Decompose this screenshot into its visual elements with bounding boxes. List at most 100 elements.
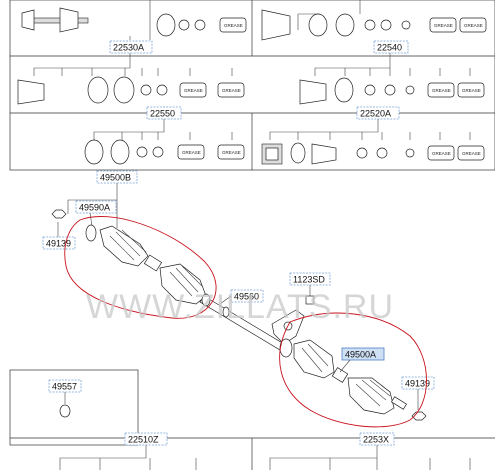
part-label-49139-top[interactable]: 49139 — [42, 236, 76, 250]
label-text: 49560 — [234, 292, 259, 302]
label-box — [359, 432, 395, 446]
label-text: 49500A — [345, 350, 376, 360]
part-label-22530a[interactable]: 22530A — [109, 40, 153, 54]
drive-shaft-assembly: 49500B 49590A 49139 49560 — [42, 170, 435, 428]
grease-text: GREASE — [224, 23, 243, 28]
part-label-22550[interactable]: 22550 — [146, 106, 182, 120]
stub-shaft-icon — [390, 396, 408, 410]
ring-part-icon — [308, 13, 328, 37]
seal-part-icon — [59, 404, 71, 418]
dampener-icon — [222, 306, 230, 318]
kit-bottom-right: GREASE GREASE — [261, 119, 485, 165]
part-label-49139-bottom[interactable]: 49139 — [401, 376, 435, 390]
boot-ridges — [301, 343, 329, 373]
kit-tree-lines — [93, 119, 233, 140]
clip-part-icon — [380, 19, 392, 31]
grease-text: GREASE — [432, 151, 451, 156]
grease-text: GREASE — [222, 88, 241, 93]
part-label-1123sd[interactable]: 1123SD — [289, 272, 331, 286]
clip-part-icon — [356, 147, 368, 159]
grease-text: GREASE — [182, 150, 201, 155]
clip-part-icon — [364, 84, 376, 96]
clip-part-icon — [364, 19, 376, 31]
leader-lines — [67, 183, 118, 228]
part-label-49557[interactable]: 49557 — [48, 379, 82, 393]
label-box — [146, 106, 182, 120]
kit-tree-lines — [33, 53, 233, 76]
clip-part-icon — [401, 20, 411, 30]
kit-middle-left: GREASE GREASE — [17, 53, 245, 105]
label-box — [341, 347, 385, 361]
label-text: 2253X — [363, 435, 389, 445]
ring-part-icon — [334, 77, 354, 103]
grease-pack-icon — [177, 144, 205, 160]
grease-pack-icon — [457, 145, 485, 161]
label-text: 49557 — [52, 382, 77, 392]
ring-part-icon — [156, 13, 176, 37]
part-label-22510z[interactable]: 22510Z — [124, 432, 168, 446]
clamp-part-icon — [143, 254, 163, 272]
highlight-outline-left — [64, 216, 217, 319]
panel-49557-frame — [9, 369, 139, 446]
nut-part-icon — [411, 411, 427, 421]
boot-ridges — [169, 265, 203, 297]
ring-part-icon — [84, 139, 104, 165]
label-box — [373, 40, 409, 54]
part-label-49500b[interactable]: 49500B — [96, 170, 138, 184]
grease-text: GREASE — [432, 88, 451, 93]
leader-line — [339, 359, 351, 373]
label-text: 22550 — [150, 109, 175, 119]
clip-part-icon — [384, 84, 396, 96]
watermark-text: WWW.ZILLATS.RU — [86, 288, 394, 326]
label-box — [75, 200, 117, 214]
ring-part-icon — [290, 142, 306, 164]
ring-part-icon — [87, 76, 109, 104]
part-label-49590a[interactable]: 49590A — [75, 200, 117, 214]
label-text: 22520A — [360, 109, 391, 119]
grease-pack-icon — [429, 17, 457, 33]
label-text: 1123SD — [293, 275, 325, 285]
lower-panels — [9, 369, 495, 470]
boot-ridges — [355, 379, 391, 407]
label-text: 49500B — [100, 173, 131, 183]
part-label-2253x[interactable]: 2253X — [359, 432, 395, 446]
grease-text: GREASE — [184, 88, 203, 93]
clip-part-icon — [140, 84, 152, 96]
nut-part-icon — [51, 209, 67, 219]
kit-panels-grid — [9, 0, 495, 171]
kit-panels-frame — [9, 0, 495, 171]
clip-part-icon — [152, 146, 164, 158]
clip-part-icon — [405, 85, 415, 95]
kit-tree-lines — [314, 53, 471, 76]
clip-part-icon — [178, 19, 190, 31]
label-text: 22530A — [113, 43, 144, 53]
kit-tree-lines — [269, 119, 471, 140]
grease-text: GREASE — [462, 88, 481, 93]
grease-text: GREASE — [464, 23, 483, 28]
part-label-22540[interactable]: 22540 — [373, 40, 409, 54]
clamp-part-icon — [331, 367, 349, 383]
grease-pack-icon — [459, 17, 487, 33]
kit-middle-right: GREASE GREASE — [299, 53, 485, 105]
ring-part-icon — [335, 13, 355, 37]
grease-text: GREASE — [462, 151, 481, 156]
boot-part-icon — [311, 143, 337, 165]
clip-part-icon — [136, 146, 148, 158]
kit-tree-lines — [59, 445, 197, 470]
part-label-22520a[interactable]: 22520A — [356, 106, 400, 120]
clip-part-icon — [156, 84, 168, 96]
grease-pack-icon — [427, 145, 455, 161]
grease-pack-icon — [217, 144, 245, 160]
grease-pack-icon — [457, 82, 485, 98]
leader-line — [89, 212, 93, 227]
label-box — [109, 40, 153, 54]
grease-text: GREASE — [222, 150, 241, 155]
label-box — [48, 379, 82, 393]
part-label-49500a[interactable]: 49500A — [341, 347, 385, 361]
kit-top-right: GREASE GREASE — [261, 0, 487, 41]
bearing-inner-icon — [265, 147, 279, 161]
dampener-icon — [201, 293, 211, 307]
label-text: 22540 — [377, 43, 402, 53]
highlight-outline-right — [279, 312, 427, 428]
